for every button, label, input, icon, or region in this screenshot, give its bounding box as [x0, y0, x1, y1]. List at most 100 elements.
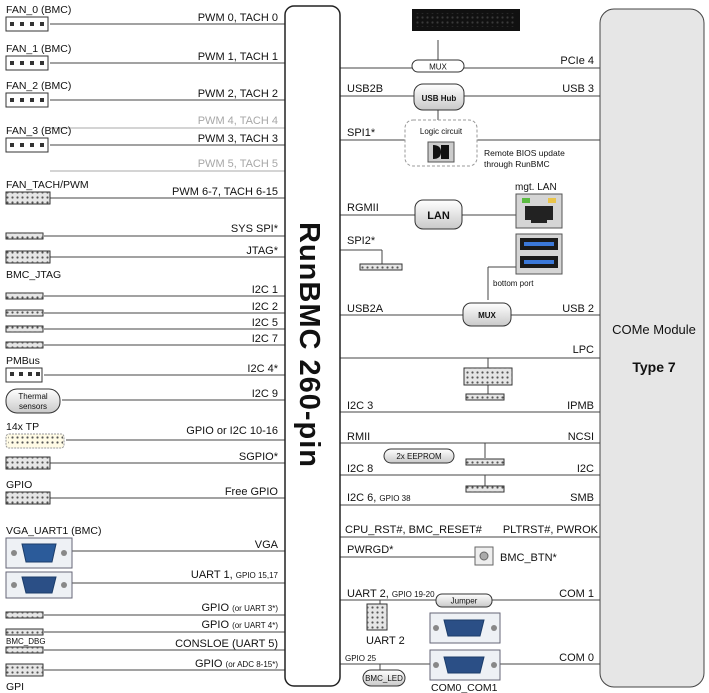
i2c8-label: I2C 8 — [347, 463, 373, 475]
gpio-uart4-small: (or UART 4*) — [232, 621, 278, 630]
thermal-label-2: sensors — [19, 402, 47, 411]
rj45-port-icon — [515, 193, 563, 229]
pcie-slot — [412, 9, 520, 31]
pwm3-label: PWM 3, TACH 3 — [198, 133, 278, 145]
fan1-label: FAN_1 (BMC) — [6, 43, 71, 55]
jumper-box — [435, 593, 493, 608]
bottom-port-label: bottom port — [493, 279, 534, 288]
gpio-adc-main: GPIO — [195, 658, 226, 670]
bmc-led-label: BMC_LED — [365, 674, 403, 683]
uart2-small: GPIO 19-20 — [392, 590, 435, 599]
pwm2-label: PWM 2, TACH 2 — [198, 88, 278, 100]
ncsi-label: NCSI — [568, 431, 594, 443]
i2c9-label: I2C 9 — [252, 388, 278, 400]
com0-port — [429, 649, 501, 681]
eeprom-box — [383, 448, 455, 464]
fan0-connector — [5, 16, 49, 32]
i2c5-label: I2C 5 — [252, 317, 278, 329]
tp-label: 14x TP — [6, 421, 39, 433]
come-i2c-label: I2C — [577, 463, 594, 475]
lpc-label: LPC — [573, 344, 594, 356]
usb-hub — [413, 83, 465, 111]
mux-usb — [462, 302, 512, 327]
gpio-label: GPIO — [6, 479, 32, 491]
pwrgd-label: PWRGD* — [347, 544, 394, 556]
runbmc-label: RunBMC 260-pin — [293, 222, 325, 468]
logic-gate-icon — [427, 141, 455, 163]
fan-tach-label: FAN_TACH/PWM — [6, 179, 89, 191]
pmbus-connector — [5, 367, 43, 383]
com0-label: COM 0 — [559, 652, 594, 664]
uart2-label: UART 2 — [366, 635, 405, 647]
usb2b-label: USB2B — [347, 83, 383, 95]
com1-label: COM 1 — [559, 588, 594, 600]
rmii-label: RMII — [347, 431, 370, 443]
pwm4-label: PWM 4, TACH 4 — [198, 115, 278, 127]
pwm5-label: PWM 5, TACH 5 — [198, 158, 278, 170]
runbmc-module — [284, 5, 341, 687]
usb-stacked-port-icon — [515, 233, 563, 275]
fan2-label: FAN_2 (BMC) — [6, 80, 71, 92]
pwm67-label: PWM 6-7, TACH 6-15 — [172, 186, 278, 198]
fan2-connector — [5, 92, 49, 108]
mux-top — [411, 59, 465, 73]
gpio-uart3-label: GPIO (or UART 3*) — [202, 602, 279, 614]
i2c6-main: I2C 6, — [347, 492, 379, 504]
sgpio-label: SGPIO* — [239, 451, 279, 463]
com1-port — [429, 612, 501, 644]
i2c2-label: I2C 2 — [252, 301, 278, 313]
mux-usb-label: MUX — [478, 311, 496, 320]
usb-hub-label: USB Hub — [422, 94, 457, 103]
rgmii-label: RGMII — [347, 202, 379, 214]
fan1-connector — [5, 55, 49, 71]
cpu-rst-label: CPU_RST#, BMC_RESET# — [345, 524, 483, 536]
vga-uart-label: VGA_UART1 (BMC) — [6, 525, 102, 537]
smb-label: SMB — [570, 492, 594, 504]
gray-lines — [50, 127, 285, 172]
vga-port — [5, 537, 73, 569]
jumper-label: Jumper — [451, 597, 478, 606]
free-gpio-label: Free GPIO — [225, 486, 279, 498]
usb2a-label: USB2A — [347, 303, 384, 315]
uart2-signal-label: UART 2, GPIO 19-20 — [347, 588, 435, 600]
remote-bios-line2: through RunBMC — [484, 159, 550, 169]
fan0-label: FAN_0 (BMC) — [6, 4, 71, 16]
ipmb-label: IPMB — [567, 400, 594, 412]
vga-label: VGA — [255, 539, 279, 551]
i2c6-label: I2C 6, GPIO 38 — [347, 492, 411, 504]
thermal-label-1: Thermal — [18, 392, 48, 401]
pltrst-label: PLTRST#, PWROK — [503, 524, 599, 536]
remote-bios-line1: Remote BIOS update — [484, 148, 565, 158]
spi2-label: SPI2* — [347, 235, 376, 247]
fan3-connector — [5, 137, 49, 153]
uart1-port — [5, 571, 73, 599]
pwm1-label: PWM 1, TACH 1 — [198, 51, 278, 63]
uart2-main: UART 2, — [347, 588, 392, 600]
come-module — [599, 8, 705, 688]
i2c3-label: I2C 3 — [347, 400, 373, 412]
com0-com1-label: COM0_COM1 — [431, 682, 498, 693]
bmc-button-icon — [474, 546, 494, 566]
gpio-uart4-label: GPIO (or UART 4*) — [202, 619, 279, 631]
usb2-label: USB 2 — [562, 303, 594, 315]
gpio-uart4-main: GPIO — [202, 619, 233, 631]
gpi-label: GPI — [6, 681, 24, 693]
gpio-adc-label: GPIO (or ADC 8-15*) — [195, 658, 278, 670]
i2c4-label: I2C 4* — [247, 363, 278, 375]
come-module-title: COMe Module — [612, 322, 696, 337]
bmc-led-box — [362, 669, 406, 687]
pcie4-label: PCIe 4 — [560, 55, 594, 67]
i2c7-label: I2C 7 — [252, 333, 278, 345]
logic-circuit-label: Logic circuit — [420, 127, 463, 136]
lan-chip-label: LAN — [427, 210, 450, 222]
spi1-label: SPI1* — [347, 127, 376, 139]
bmc-btn-label: BMC_BTN* — [500, 552, 558, 564]
i2c1-label: I2C 1 — [252, 284, 278, 296]
mux-top-label: MUX — [429, 63, 447, 72]
uart1-signal-label: UART 1, GPIO 15,17 — [191, 569, 279, 581]
gpio-i2c-label: GPIO or I2C 10-16 — [186, 425, 278, 437]
gpio-uart3-small: (or UART 3*) — [232, 604, 278, 613]
fan3-label: FAN_3 (BMC) — [6, 125, 71, 137]
i2c6-small: GPIO 38 — [379, 494, 411, 503]
consloe-label: CONSLOE (UART 5) — [175, 638, 278, 650]
